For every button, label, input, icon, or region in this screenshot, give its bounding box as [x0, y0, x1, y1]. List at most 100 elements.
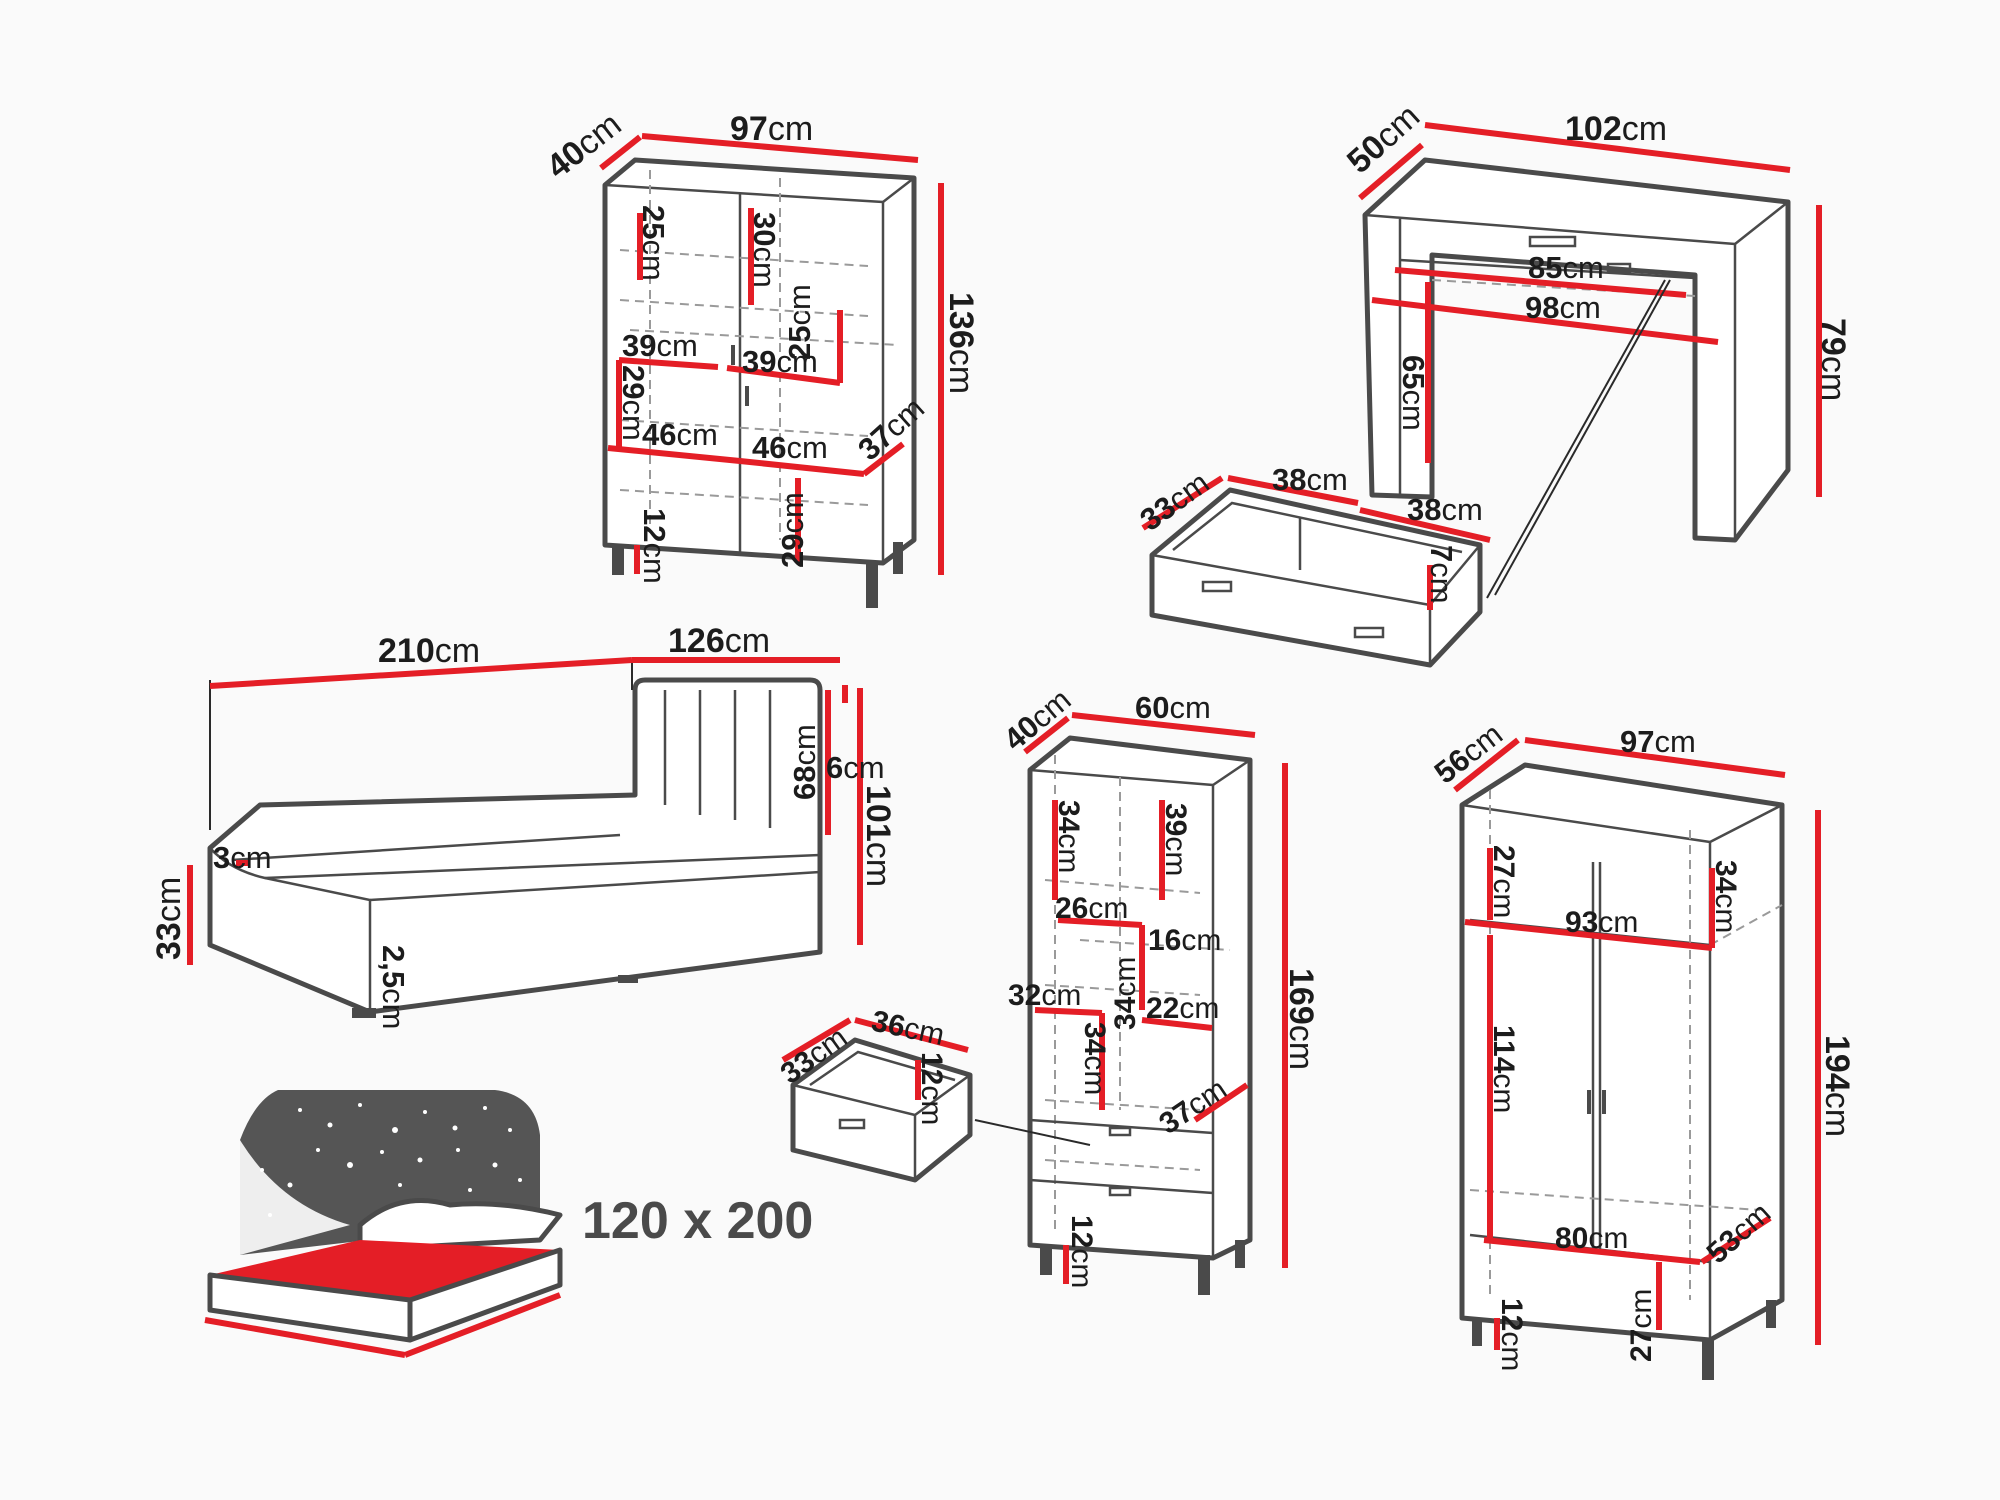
mattress-size-label: 120 x 200: [582, 1192, 813, 1250]
dimension-label: 25cm: [636, 205, 671, 281]
bookcase-drawer-body: [790, 1037, 973, 1183]
bed-body: [207, 677, 823, 1015]
dimension-label: 46cm: [642, 417, 718, 452]
wardrobe: 56cm 97cm 194cm 27cm 34cm 93cm 114cm 80c…: [1428, 716, 1856, 1380]
dimension-line: [1034, 1007, 1103, 1016]
dimension-label: 12cm: [915, 1052, 948, 1125]
dimension-label: 210cm: [378, 632, 480, 670]
dimension-label: 65cm: [1396, 355, 1431, 431]
stars: [260, 1103, 522, 1217]
dimension-line: [209, 657, 633, 689]
desk-body: [1362, 157, 1791, 543]
dimension-label: 79cm: [1814, 318, 1852, 401]
dimension-line: [854, 1017, 969, 1053]
desk-drawer: 33cm 38cm 38cm 7cm: [1134, 462, 1491, 668]
dimension-line: [1141, 1017, 1213, 1031]
highboard-body: [602, 157, 917, 566]
wardrobe-body: [1459, 762, 1785, 1343]
dimension-label: 39cm: [1159, 803, 1192, 876]
highboard: 40cm 97cm 136cm 25cm 30cm 25cm 39cm 39cm…: [540, 105, 980, 608]
dimension-line: [403, 1292, 562, 1358]
dimension-line: [1700, 1215, 1772, 1265]
leg: [1472, 1318, 1482, 1346]
dimension-line: [1227, 475, 1359, 506]
dimension-line: [781, 1017, 852, 1063]
dimension-label: 85cm: [1528, 250, 1604, 285]
leg: [1235, 1240, 1245, 1268]
dimension-label: 3cm: [213, 840, 272, 875]
dimension-label: 29cm: [616, 365, 651, 441]
dimension-line: [1464, 919, 1713, 951]
dimension-label: 136cm: [942, 292, 980, 394]
dimension-line: [204, 1317, 406, 1358]
dimension-label: 26cm: [1055, 892, 1128, 925]
dimension-label: 102cm: [1565, 110, 1667, 148]
dimension-line: [726, 365, 841, 386]
dimension-line: [1453, 737, 1520, 793]
dimension-label: 169cm: [1282, 968, 1320, 1070]
dimension-label: 12cm: [637, 508, 672, 584]
dimension-line: [739, 458, 865, 477]
dimension-label: 27cm: [1487, 845, 1520, 918]
leg: [893, 542, 903, 574]
dimension-line: [1057, 917, 1143, 928]
dimension-label: 38cm: [1407, 492, 1483, 527]
dimension-label: 32cm: [1008, 979, 1081, 1012]
dimension-line: [1358, 142, 1424, 201]
dimension-label: 2,5cm: [376, 945, 411, 1029]
bookcase: 40cm 60cm 169cm 34cm 39cm 26cm 16cm 34cm…: [974, 682, 1320, 1295]
dimension-label: 38cm: [1272, 462, 1348, 497]
dimension-label: 97cm: [730, 110, 813, 148]
dimension-label: 60cm: [1135, 690, 1211, 725]
dimension-label: 39cm: [742, 344, 818, 379]
leg: [352, 1008, 376, 1018]
dimension-label: 29cm: [775, 492, 810, 568]
leg: [1198, 1255, 1210, 1295]
dimension-label: 93cm: [1565, 906, 1638, 939]
dimension-line: [1359, 507, 1491, 543]
dimension-label: 46cm: [752, 430, 828, 465]
dimension-label: 194cm: [1818, 1035, 1856, 1137]
dimension-label: 22cm: [1146, 992, 1219, 1025]
leg: [612, 545, 624, 575]
dimension-label: 6cm: [826, 750, 885, 785]
dimension-label: 34cm: [1052, 800, 1085, 873]
dimension-label: 126cm: [668, 622, 770, 660]
leg: [1702, 1338, 1714, 1380]
leg: [866, 563, 878, 608]
dimension-label: 114cm: [1487, 1025, 1520, 1113]
leg: [1766, 1300, 1776, 1328]
leg: [1040, 1245, 1052, 1275]
dimension-line: [607, 445, 741, 464]
desk-drawer-body: [1149, 487, 1483, 668]
dimension-label: 34cm: [1078, 1022, 1111, 1095]
bed: 210cm 126cm 68cm 6cm 101cm 33cm 3cm 2,5c…: [150, 622, 897, 1029]
dimension-label: 36cm: [869, 1005, 948, 1053]
dimension-label: 68cm: [787, 724, 822, 800]
dimension-line: [599, 134, 642, 171]
dimension-label: 39cm: [622, 328, 698, 363]
dimension-line: [1424, 122, 1791, 173]
dimension-label: 12cm: [1495, 1298, 1528, 1371]
dimension-label: 16cm: [1148, 924, 1221, 957]
dimension-line: [1193, 1082, 1249, 1123]
dimension-line: [1141, 475, 1224, 531]
dimension-line: [1394, 267, 1687, 298]
dimension-line: [1524, 737, 1786, 778]
dimension-label: 101cm: [859, 785, 897, 887]
leg: [618, 975, 638, 983]
dimension-label: 98cm: [1525, 290, 1601, 325]
bookcase-drawer: 33cm 36cm 12cm: [775, 1005, 973, 1183]
dimension-label: 7cm: [1424, 545, 1459, 604]
dimension-line: [1071, 712, 1256, 738]
dimension-label: 25cm: [782, 284, 817, 360]
desk: 50cm 102cm 79cm 85cm 98cm 65cm: [1340, 97, 1852, 599]
dimension-label: 97cm: [1620, 724, 1696, 759]
dimension-line: [618, 357, 719, 370]
dimension-line: [862, 441, 905, 477]
dimension-label: 34cm: [1109, 957, 1142, 1030]
dimension-line: [1483, 1237, 1701, 1265]
dimension-line: [1023, 715, 1070, 755]
